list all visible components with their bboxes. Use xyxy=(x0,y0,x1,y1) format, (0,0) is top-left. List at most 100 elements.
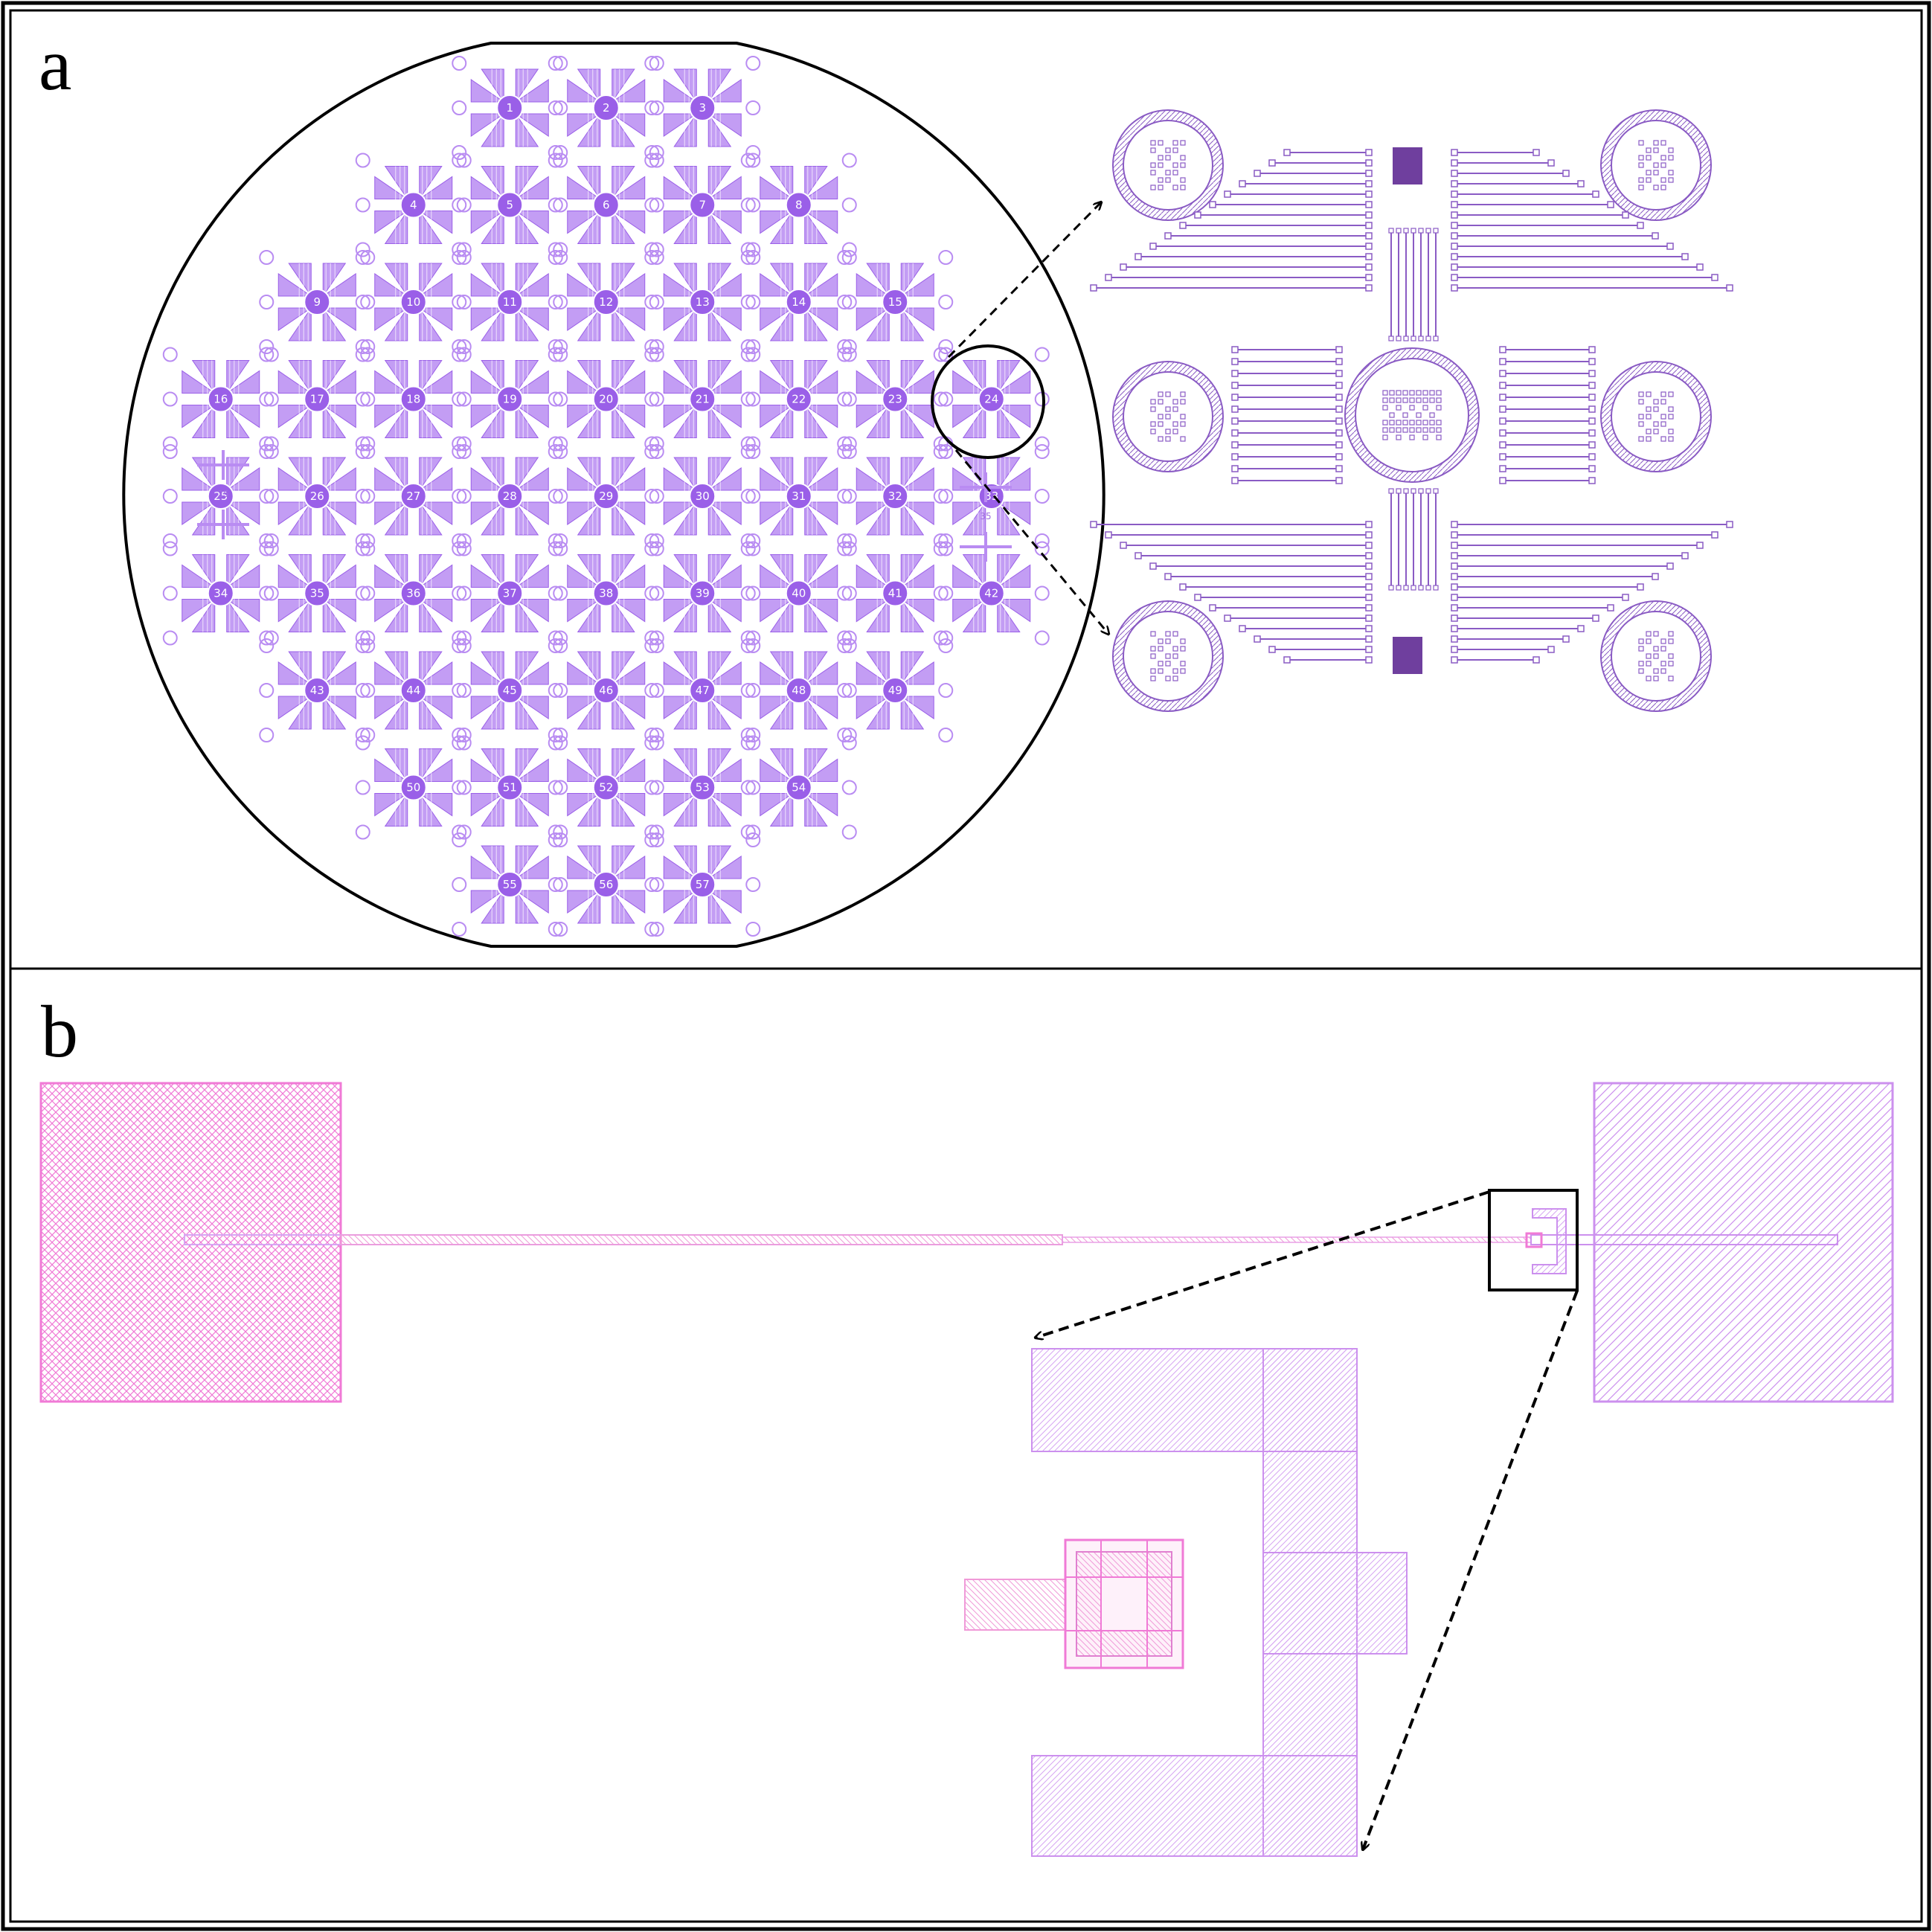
die-quadrant xyxy=(866,263,890,298)
die-center-ring xyxy=(207,580,234,607)
die-quadrant xyxy=(769,263,794,298)
alignment-mark xyxy=(938,444,954,459)
die-quadrant xyxy=(707,599,742,623)
alignment-mark xyxy=(841,638,857,653)
wafer-die: 51 xyxy=(452,735,568,840)
die-quadrant xyxy=(804,209,828,244)
die-quadrant xyxy=(804,457,828,492)
wafer-die: 24 xyxy=(933,347,1050,452)
die-quadrant xyxy=(996,599,1031,623)
die-quadrant xyxy=(760,370,795,394)
die-quadrant xyxy=(611,793,646,817)
alignment-mark xyxy=(837,638,853,653)
die-quadrant xyxy=(226,597,250,632)
alignment-mark xyxy=(456,197,472,213)
alignment-mark xyxy=(553,533,568,548)
die-quadrant xyxy=(612,68,635,103)
zoom-corner-ring: D xyxy=(1600,361,1712,472)
die-quadrant xyxy=(322,501,347,536)
die-quadrant xyxy=(288,307,312,341)
die-quadrant xyxy=(384,166,408,201)
die-quadrant xyxy=(612,845,635,880)
die-quadrant xyxy=(418,405,453,429)
die-quadrant xyxy=(673,845,697,880)
alignment-mark xyxy=(456,735,472,751)
die-number: 25 xyxy=(214,490,228,503)
alignment-mark xyxy=(548,683,563,698)
alignment-mark xyxy=(745,585,761,601)
alignment-mark xyxy=(452,347,467,362)
die-quadrant xyxy=(611,661,646,685)
die-quadrant xyxy=(803,696,838,719)
alignment-mark xyxy=(360,489,376,504)
center-pad-dot xyxy=(1389,420,1395,426)
alignment-mark xyxy=(649,832,664,847)
die-quadrant xyxy=(481,307,504,341)
alignment-mark xyxy=(649,339,664,354)
die-quadrant xyxy=(866,457,890,492)
die-quadrant xyxy=(515,166,539,201)
die-quadrant xyxy=(514,370,549,394)
die-quadrant xyxy=(567,176,602,199)
die-center-ring xyxy=(978,580,1005,607)
die-quadrant xyxy=(419,501,443,536)
die-quadrant xyxy=(707,209,732,244)
die-quadrant xyxy=(321,696,356,719)
die-number: 56 xyxy=(599,878,613,891)
wafer-die: 47 xyxy=(644,638,761,742)
die-quadrant xyxy=(707,501,732,536)
wafer-die: 22 xyxy=(740,347,857,452)
die-quadrant xyxy=(374,467,409,491)
alignment-mark xyxy=(841,197,857,213)
die-number: 44 xyxy=(406,684,420,697)
alignment-mark xyxy=(644,56,660,71)
die-quadrant xyxy=(663,405,698,429)
die-quadrant xyxy=(577,651,601,686)
die-quadrant xyxy=(707,211,742,234)
alignment-mark xyxy=(649,533,664,548)
die-quadrant xyxy=(481,166,504,201)
die-quadrant xyxy=(952,370,987,394)
alignment-mark xyxy=(553,630,568,646)
wafer-die: 5 xyxy=(452,153,568,257)
alignment-mark xyxy=(456,242,472,257)
alignment-mark xyxy=(548,56,563,71)
die-number: 12 xyxy=(599,295,613,309)
die-quadrant xyxy=(707,273,742,297)
zoom-corner-ring: A xyxy=(1112,109,1224,221)
die-quadrant xyxy=(514,793,549,817)
alignment-mark xyxy=(360,444,376,459)
die-quadrant xyxy=(707,457,732,492)
die-quadrant xyxy=(856,370,890,394)
die-quadrant xyxy=(707,467,742,491)
wafer-die: 18 xyxy=(355,347,472,452)
die-quadrant xyxy=(567,79,602,103)
alignment-mark xyxy=(355,585,370,601)
alignment-mark xyxy=(553,250,568,265)
die-number: 51 xyxy=(503,781,517,795)
die-quadrant xyxy=(856,564,890,588)
die-quadrant xyxy=(418,696,453,719)
middle-trace xyxy=(1062,1236,1532,1243)
alignment-mark xyxy=(360,585,376,601)
die-quadrant xyxy=(277,661,312,685)
alignment-mark xyxy=(649,922,664,937)
die-quadrant xyxy=(952,405,987,429)
alignment-mark xyxy=(841,436,857,452)
alignment-mark xyxy=(259,295,275,309)
die-quadrant xyxy=(899,467,934,491)
die-center-ring xyxy=(304,580,331,607)
wafer-die: 30 xyxy=(644,444,761,548)
die-quadrant xyxy=(707,651,732,686)
alignment-mark xyxy=(456,585,472,601)
die-quadrant xyxy=(470,856,505,879)
panel-label-a: a xyxy=(39,23,71,106)
alignment-mark xyxy=(553,877,568,892)
die-quadrant xyxy=(612,554,635,589)
alignment-mark xyxy=(740,541,756,556)
alignment-mark xyxy=(548,489,563,504)
die-quadrant xyxy=(322,457,347,492)
die-quadrant xyxy=(182,501,216,525)
die-quadrant xyxy=(419,360,443,395)
